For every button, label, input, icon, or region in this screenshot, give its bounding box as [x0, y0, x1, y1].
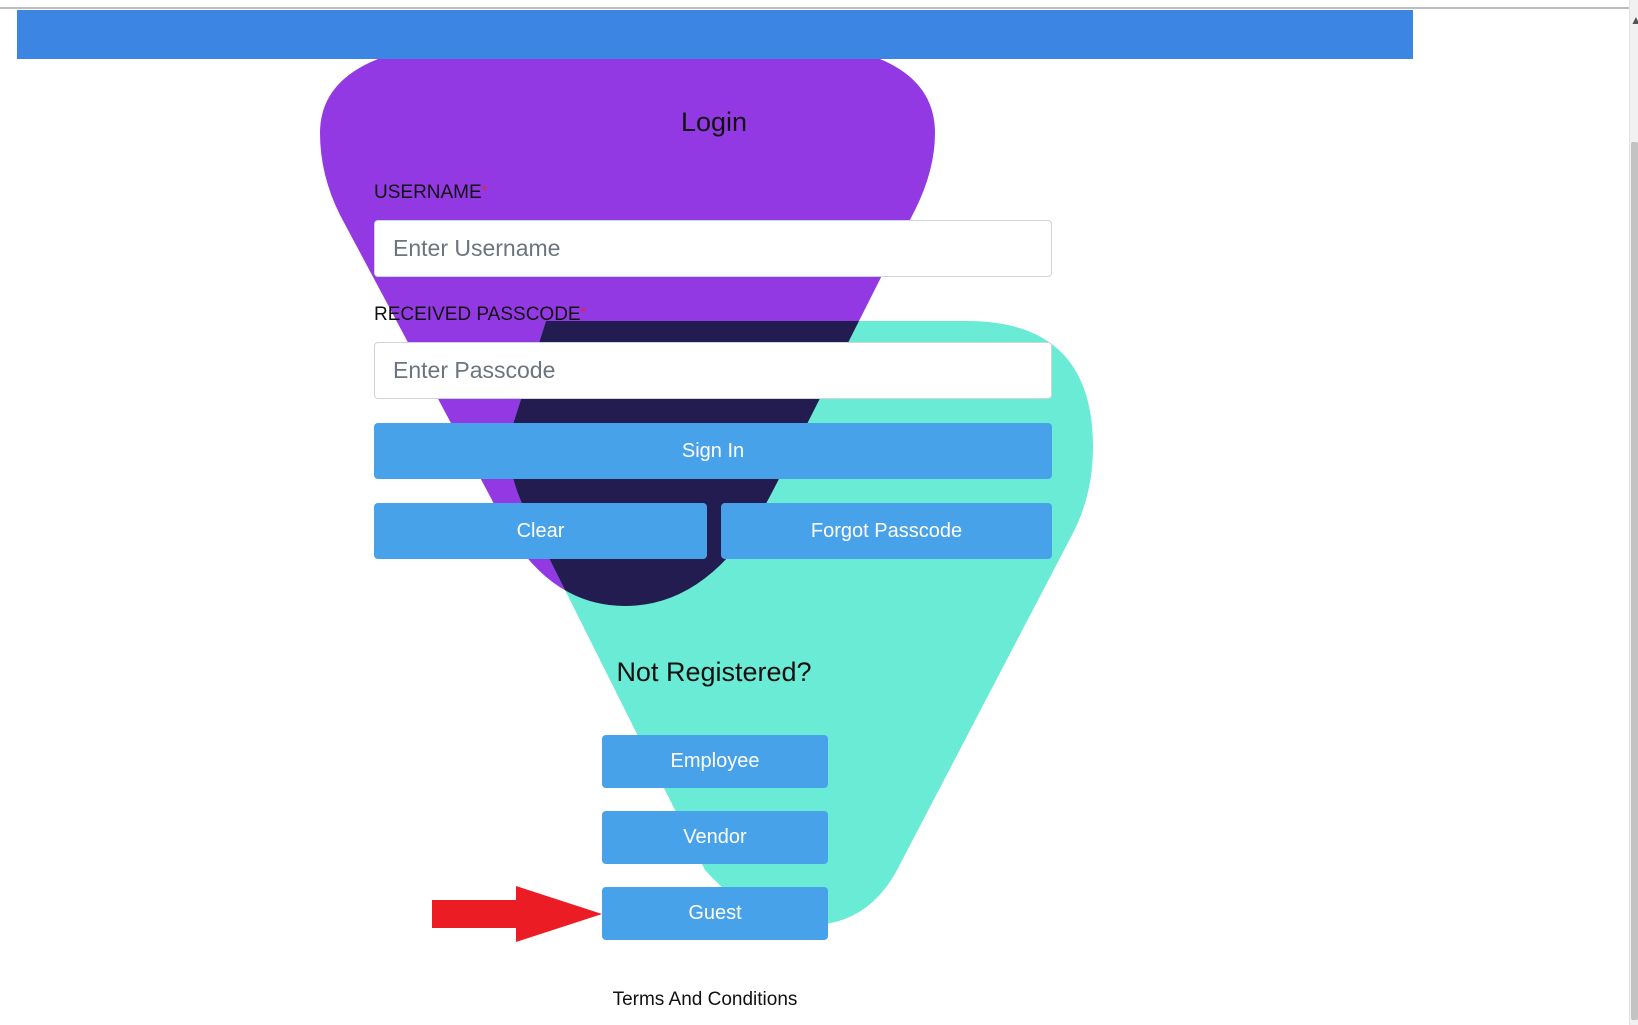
passcode-required-mark: * — [580, 304, 587, 320]
window-top-border — [0, 7, 1630, 9]
red-arrow-icon — [432, 886, 602, 942]
passcode-label: RECEIVED PASSCODE* — [374, 304, 586, 326]
vendor-button[interactable]: Vendor — [602, 811, 828, 864]
username-input[interactable] — [374, 220, 1052, 277]
guest-button[interactable]: Guest — [602, 887, 828, 940]
scrollbar-thumb[interactable] — [1631, 142, 1638, 1020]
username-label-text: USERNAME — [374, 182, 482, 203]
username-required-mark: * — [481, 182, 488, 198]
clear-button[interactable]: Clear — [374, 503, 707, 559]
passcode-label-text: RECEIVED PASSCODE — [374, 304, 581, 325]
terms-and-conditions-link[interactable]: Terms And Conditions — [612, 989, 798, 1010]
sign-in-button[interactable]: Sign In — [374, 423, 1052, 479]
vertical-scrollbar[interactable]: ▲ — [1629, 0, 1638, 1025]
not-registered-title: Not Registered? — [616, 657, 812, 687]
header-bar — [17, 10, 1413, 59]
username-label: USERNAME* — [374, 182, 487, 204]
login-title: Login — [680, 107, 748, 137]
forgot-passcode-button[interactable]: Forgot Passcode — [721, 503, 1052, 559]
scroll-up-icon[interactable]: ▲ — [1630, 13, 1638, 27]
passcode-input[interactable] — [374, 342, 1052, 399]
employee-button[interactable]: Employee — [602, 735, 828, 788]
